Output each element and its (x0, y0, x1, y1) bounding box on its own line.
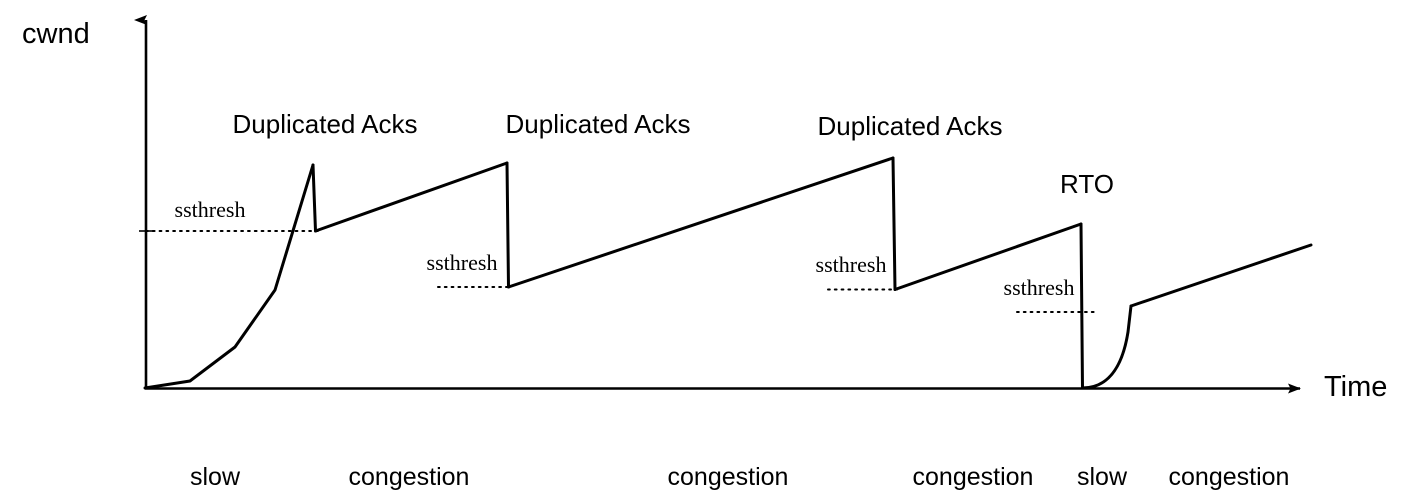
annotation-rto: RTO (1060, 169, 1114, 199)
ssthresh-label-3: ssthresh (815, 252, 887, 277)
annotation-duplicated-acks-2: Duplicated Acks (505, 109, 691, 139)
phase-label-slow-start-2: slow start (1077, 407, 1127, 495)
cwnd-drop-duplicated-acks-1 (311, 163, 317, 233)
phase-label-line1: congestion (667, 463, 789, 491)
ssthresh-label-1: ssthresh (174, 197, 246, 222)
phase-label-line1: congestion (1168, 463, 1290, 491)
cwnd-drop-rto (1079, 222, 1084, 390)
cwnd-congestion-avoidance-1 (314, 161, 509, 233)
annotation-duplicated-acks-3: Duplicated Acks (817, 111, 1003, 141)
phase-label-line1: congestion (348, 463, 470, 491)
phase-label-line1: slow (189, 463, 241, 491)
cwnd-drop-duplicated-acks-2 (505, 161, 510, 289)
ssthresh-label-4: ssthresh (1003, 275, 1075, 300)
phase-label-slow-start-1: slow start (190, 407, 240, 495)
cwnd-congestion-avoidance-3 (893, 222, 1083, 291)
x-axis-title: Time (1324, 371, 1388, 403)
cwnd-congestion-avoidance-4 (1129, 243, 1313, 308)
cwnd-slow-start-1 (143, 163, 315, 390)
cwnd-drop-duplicated-acks-3 (891, 156, 897, 291)
phase-label-congestion-avoidance-4: congestion avoidance (1169, 407, 1290, 495)
cwnd-congestion-avoidance-2 (507, 156, 895, 289)
annotation-duplicated-acks-1: Duplicated Acks (232, 109, 418, 139)
cwnd-slow-start-2 (1081, 304, 1133, 390)
phase-label-congestion-avoidance-2: congestion avoidance (668, 407, 789, 495)
phase-label-line1: congestion (912, 463, 1034, 491)
phase-label-congestion-avoidance-3: congestion avoidance (913, 407, 1034, 495)
ssthresh-label-2: ssthresh (426, 250, 498, 275)
phase-label-congestion-avoidance-1: congestion avoidance (349, 407, 470, 495)
y-axis-title: cwnd (22, 18, 90, 50)
phase-label-line1: slow (1076, 463, 1128, 491)
